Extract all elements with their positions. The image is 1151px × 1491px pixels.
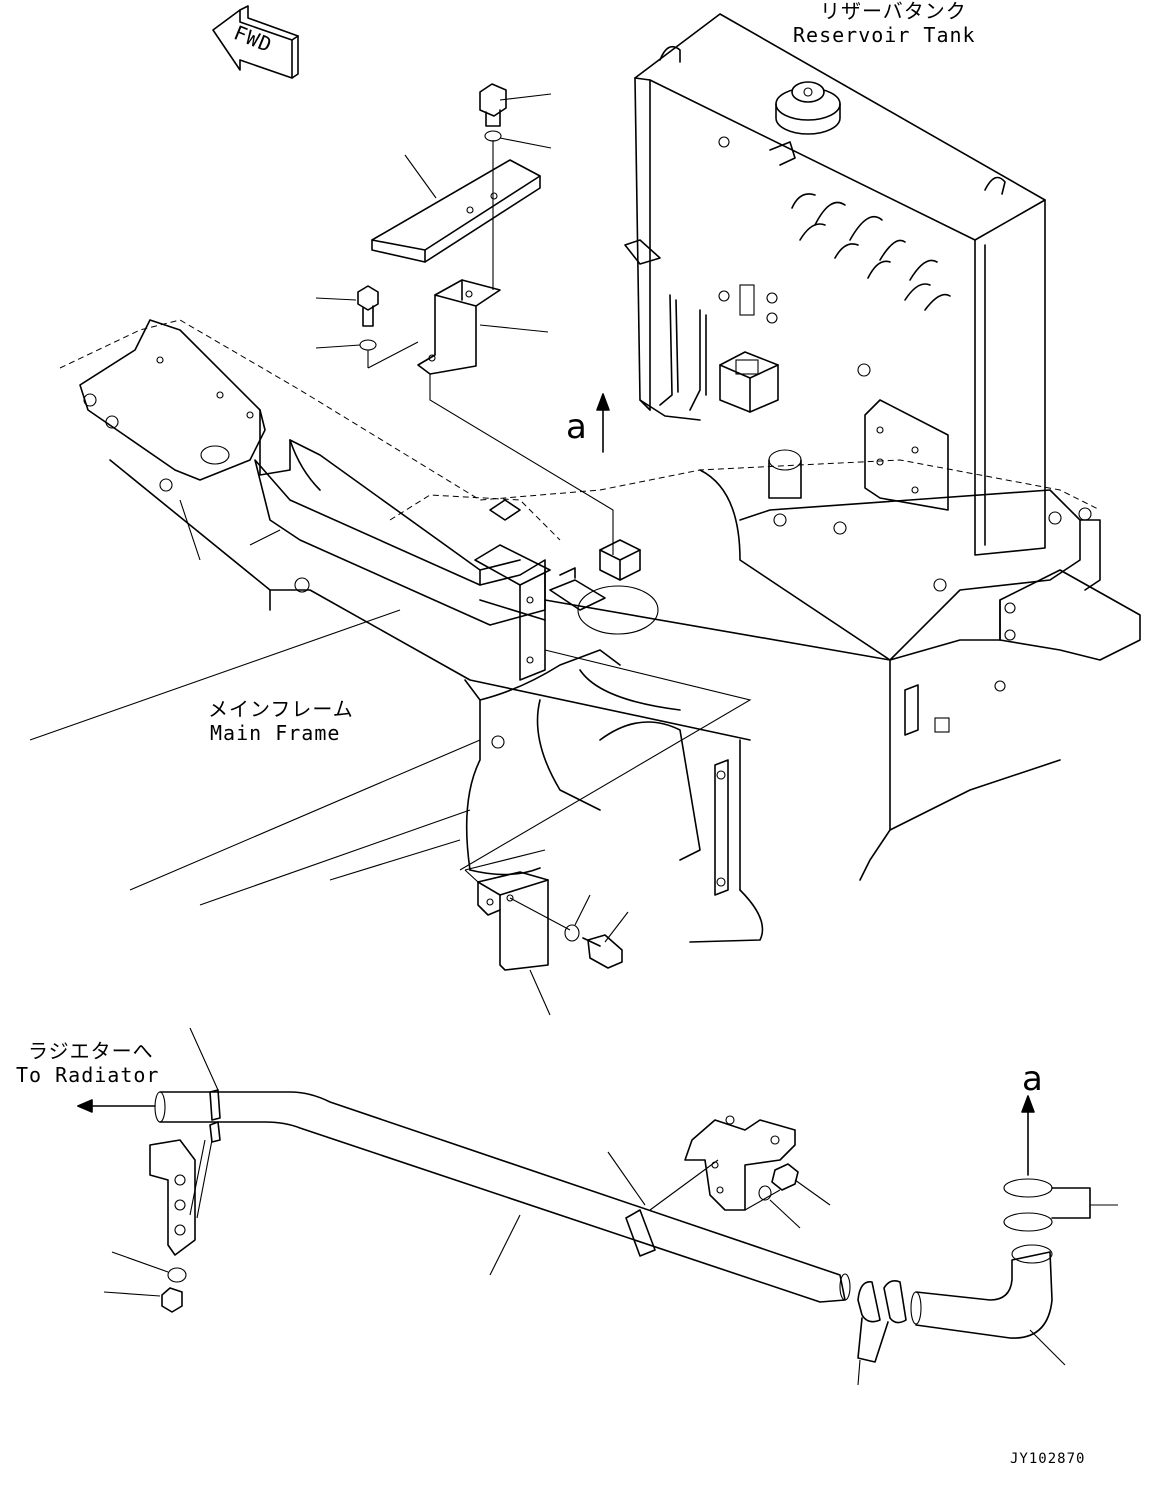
radiator-label-jp: ラジエターへ — [28, 1039, 154, 1063]
coolant-hose: a — [77, 1027, 1118, 1386]
reservoir-tank-label-jp: リザーバタンク — [820, 0, 967, 23]
main-frame-label-en: Main Frame — [210, 721, 340, 745]
upper-mount-plate — [371, 83, 552, 290]
drawing-code: JY102870 — [1010, 1451, 1085, 1467]
radiator-label-en: To Radiator — [16, 1063, 159, 1087]
main-frame — [29, 319, 1141, 943]
main-frame-label-jp: メインフレーム — [208, 697, 354, 721]
view-arrow-upper-label: a — [566, 407, 587, 447]
lower-bracket-plate — [464, 849, 629, 1016]
view-arrow-lower-label: a — [1022, 1059, 1043, 1099]
view-arrow-upper: a — [566, 393, 610, 453]
reservoir-tank — [624, 13, 1046, 556]
l-bracket — [315, 279, 614, 555]
reservoir-tank-label-en: Reservoir Tank — [793, 23, 976, 47]
fwd-arrow-icon: FWD — [212, 5, 299, 79]
